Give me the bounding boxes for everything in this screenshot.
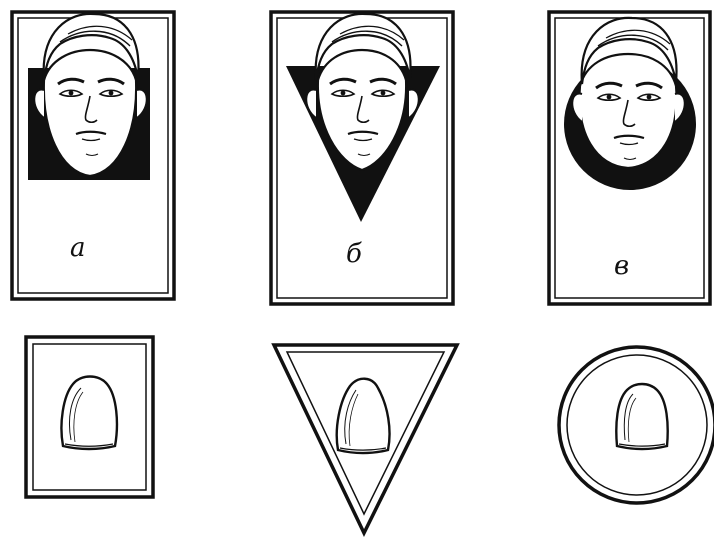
- face-panel-v: в: [549, 12, 710, 304]
- tooth-frame-square: [26, 337, 153, 497]
- tooth-crown-illustration: [61, 377, 116, 450]
- tooth-crown-illustration: [616, 384, 667, 449]
- tooth-frame-triangle: [274, 345, 457, 533]
- tooth-frame-round: [559, 347, 714, 503]
- face-panel-a: а: [12, 12, 174, 299]
- panel-label-a: а: [70, 233, 86, 263]
- panel-label-b: б: [346, 239, 362, 269]
- panel-label-v: в: [614, 251, 629, 281]
- face-panel-b: б: [271, 12, 453, 304]
